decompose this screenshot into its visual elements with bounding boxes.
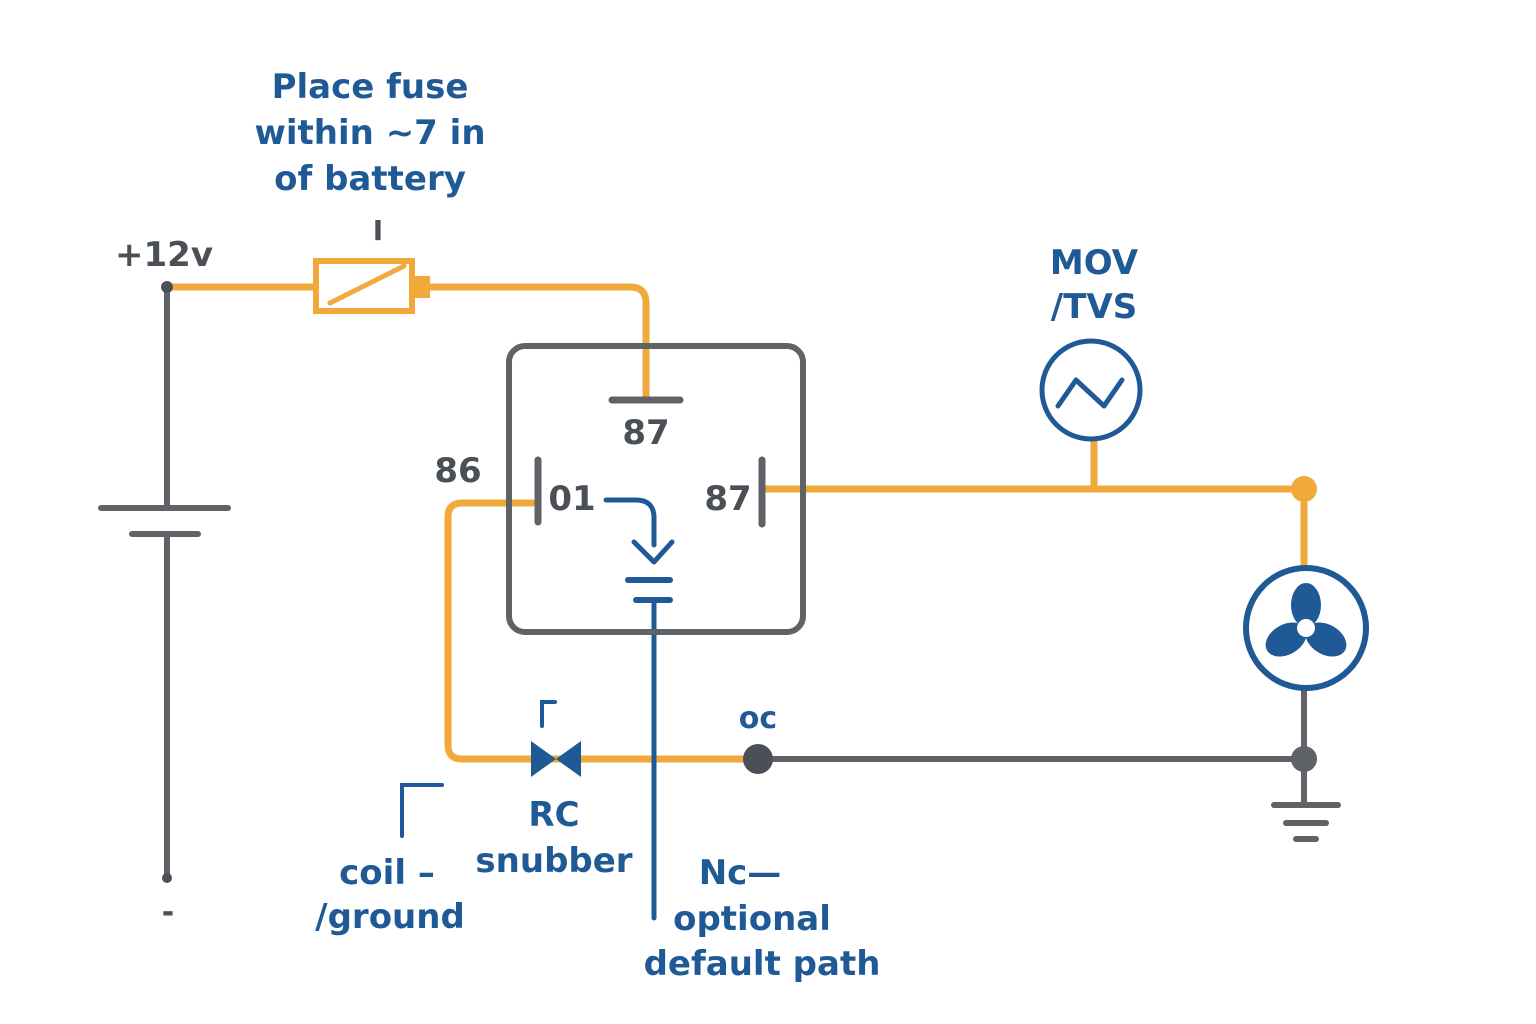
rc-snubber-label-line-2: snubber [475, 841, 632, 881]
wire-nc-path [603, 497, 657, 548]
junction-oc-node [743, 744, 773, 774]
pin-01-label: 01 [548, 479, 595, 519]
nc-path-label-line-3: default path [644, 944, 881, 984]
oc-label: oc [739, 701, 777, 736]
coil-ground-label-line-1: coil – [339, 853, 435, 893]
fuse-note-line-1: Place fuse [272, 67, 469, 107]
fan-motor-icon [1243, 565, 1369, 691]
battery-positive-label: +12v [115, 235, 213, 275]
battery-positive-node [161, 281, 173, 293]
rc-snubber-icon [531, 700, 581, 777]
junction-load-rail [1291, 476, 1317, 502]
pin-86-label: 86 [434, 451, 481, 491]
coil-ground-marker [400, 783, 444, 838]
wire-coil-loop [444, 499, 762, 763]
mov-tvs-label-line-2: /TVS [1051, 287, 1137, 327]
mov-tvs-icon [1039, 338, 1143, 442]
relay-icon [506, 343, 806, 635]
battery-icon [98, 505, 231, 537]
pin-87-top-label: 87 [622, 413, 669, 453]
battery-negative-node [162, 873, 172, 883]
battery-negative-label: - [162, 895, 174, 930]
coil-ground-label-line-2: /ground [315, 897, 465, 937]
mov-tvs-label-line-1: MOV [1050, 243, 1139, 283]
pin-87-right-label: 87 [704, 479, 751, 519]
ground-icon [1271, 802, 1341, 842]
fuse-note-line-2: within ~7 in [254, 113, 485, 153]
junction-ground-node [1291, 746, 1317, 772]
nc-path-label-line-2: optional [673, 899, 831, 939]
wire-fuse-to-relay [424, 283, 650, 404]
nc-path-label-line-1: Nc— [699, 853, 782, 893]
fuse-icon [313, 258, 430, 314]
rc-snubber-label-line-1: RC [528, 795, 579, 835]
fuse-marker: I [373, 214, 383, 247]
fuse-note-line-3: of battery [274, 159, 466, 199]
